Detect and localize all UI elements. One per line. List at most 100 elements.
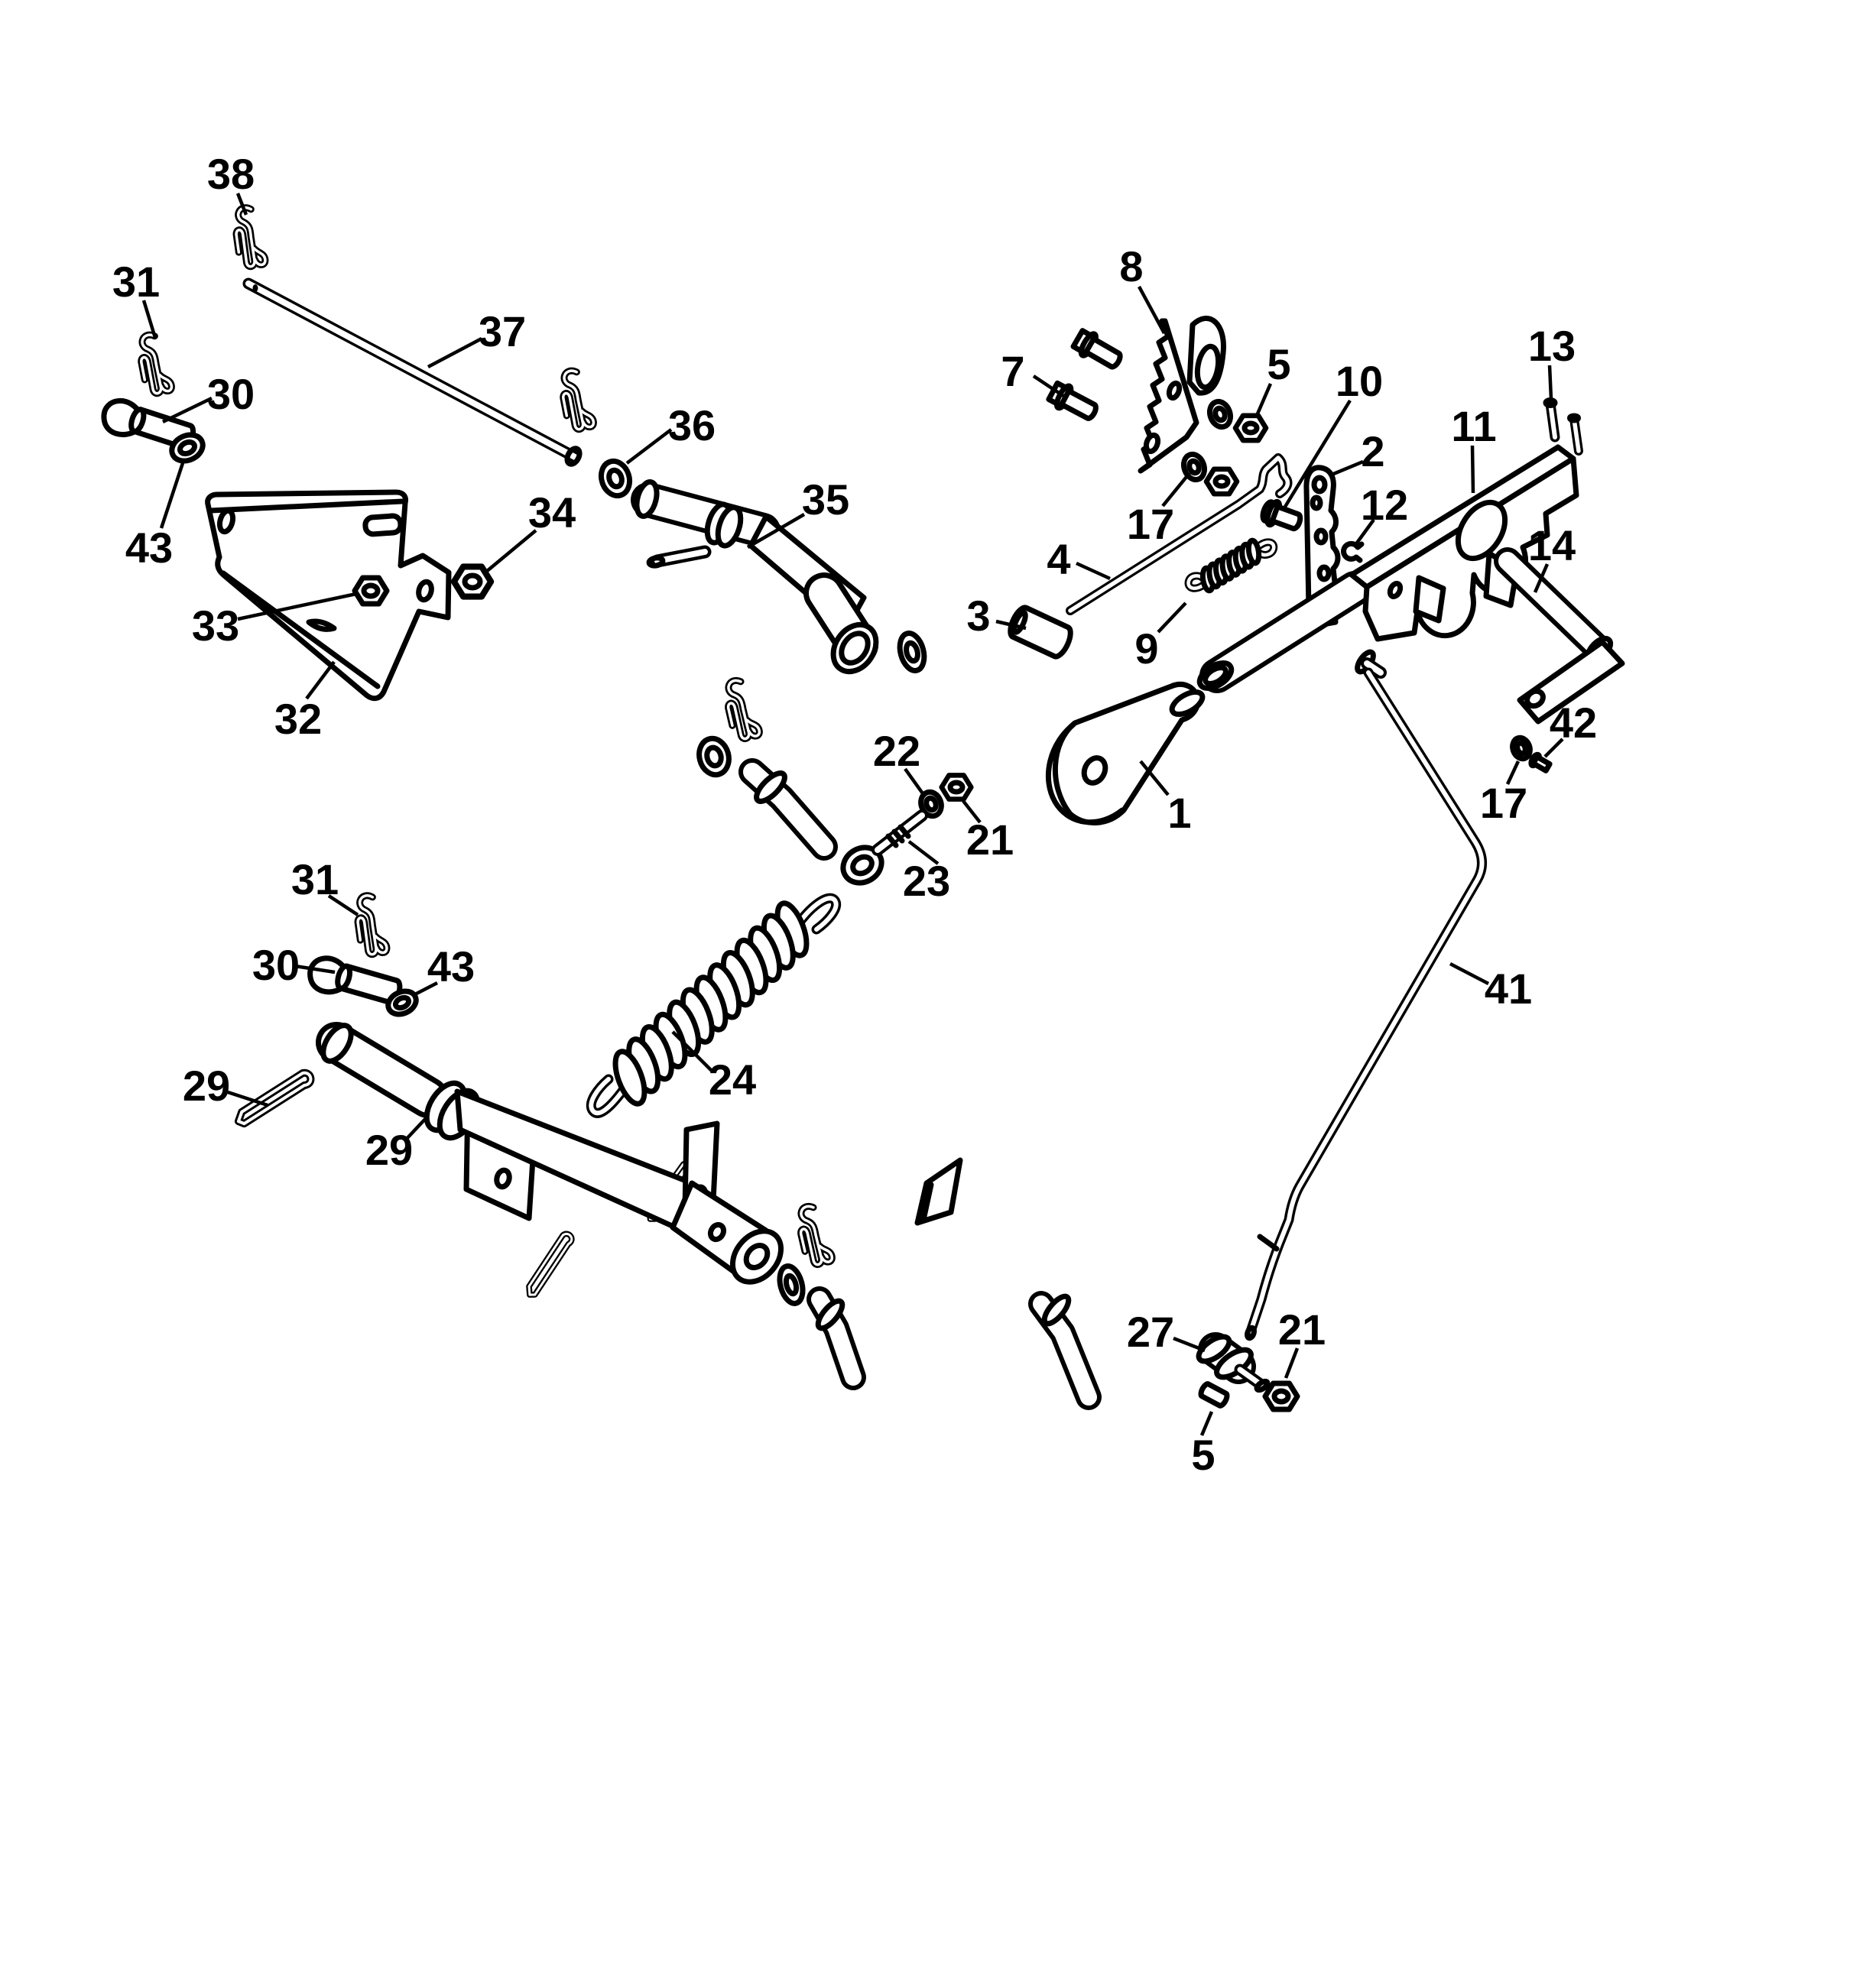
spring-9-coil <box>1245 537 1262 566</box>
callout-38-label: 38 <box>207 150 255 198</box>
callout-35-label: 35 <box>802 475 849 524</box>
callout-33-leader-line <box>237 592 357 621</box>
callout-23-label: 23 <box>903 857 950 905</box>
part-1-knob-grip <box>1045 681 1206 825</box>
washer-mid <box>696 735 732 778</box>
callout-27-label: 27 <box>1127 1308 1174 1356</box>
callout-2-label: 2 <box>1361 427 1384 475</box>
callout-3-leader-line <box>995 619 1027 631</box>
callout-17-label: 17 <box>1127 500 1174 548</box>
callout-30-leader-line <box>162 396 213 424</box>
callout-17-leader-line <box>1161 472 1191 507</box>
callout-8-leader-line <box>1138 285 1166 335</box>
callout-5-leader-line <box>1199 1411 1214 1436</box>
callout-34-label: 34 <box>528 488 576 537</box>
callout-21-leader-line <box>1284 1347 1300 1379</box>
callout-8: 8 <box>1119 242 1166 335</box>
callout-36-label: 36 <box>668 401 716 449</box>
part-31-hairpin-clip-lower <box>353 895 394 957</box>
callout-1-leader-line <box>1139 760 1170 796</box>
callout-4-label: 4 <box>1047 535 1070 583</box>
part-4-lift-rod <box>1070 458 1287 611</box>
part-11-lift-shaft-beam <box>1196 444 1579 693</box>
callout-43: 43 <box>125 462 185 572</box>
callout-17-leader-line <box>1505 760 1521 785</box>
callout-30-label: 30 <box>252 941 300 989</box>
part-23-eye-bolt <box>840 809 928 886</box>
elbow-link-upper <box>738 758 838 861</box>
callout-10: 10 <box>1284 357 1383 508</box>
callout-30: 30 <box>162 370 255 424</box>
hairpin-clip-arm-end <box>798 1206 834 1266</box>
callout-5: 5 <box>1191 1411 1216 1479</box>
part-3-spacer-bushing <box>1008 605 1073 660</box>
callout-27: 27 <box>1127 1308 1206 1356</box>
callout-17-label: 17 <box>1480 779 1527 827</box>
part-31-hairpin-clip-upper <box>138 334 176 394</box>
part-30-clevis-pin-upper <box>101 397 196 450</box>
callout-41-leader-line <box>1449 962 1490 985</box>
callout-29-label: 29 <box>365 1126 413 1174</box>
callout-2-leader-line <box>1331 459 1364 477</box>
callout-41: 41 <box>1449 962 1532 1013</box>
callout-13-label: 13 <box>1528 322 1576 370</box>
callout-32: 32 <box>274 660 336 743</box>
callout-22-label: 22 <box>873 727 920 775</box>
callout-43-label: 43 <box>125 524 173 572</box>
callout-22-leader-line <box>904 767 926 797</box>
hairpin-clip-mid <box>725 680 761 740</box>
callout-37: 37 <box>427 307 526 368</box>
callout-30: 30 <box>252 941 336 989</box>
callout-23-leader-line <box>907 840 940 865</box>
part-35-upper-lift-arm <box>631 479 879 675</box>
callout-34-leader-line <box>485 529 537 573</box>
callout-34: 34 <box>485 488 576 573</box>
part-5-flange-nut <box>1235 416 1266 440</box>
callout-12: 12 <box>1354 481 1408 546</box>
callout-33: 33 <box>192 592 357 650</box>
part-38-hairpin-clip <box>232 207 273 269</box>
callout-11-label: 11 <box>1451 402 1496 450</box>
callout-42: 42 <box>1543 699 1597 758</box>
part-17-washer-a <box>1206 398 1234 430</box>
callout-3-label: 3 <box>966 592 990 640</box>
callout-9-leader-line <box>1157 602 1187 634</box>
callout-37-leader-line <box>427 337 483 368</box>
part-41-lift-link-rod <box>1245 673 1482 1341</box>
part-37-pivot-rod <box>248 284 583 467</box>
callout-21-label: 21 <box>966 816 1014 864</box>
callout-31-label: 31 <box>112 258 160 306</box>
callout-5-label: 5 <box>1267 340 1290 388</box>
part-43-washer-lower <box>385 988 419 1017</box>
callout-9: 9 <box>1134 602 1187 673</box>
callout-23: 23 <box>903 840 950 905</box>
callout-29: 29 <box>365 1114 430 1174</box>
callout-10-leader-line <box>1284 399 1352 508</box>
callout-31: 31 <box>112 258 160 339</box>
part-8-toothed-sector-plate <box>1138 316 1226 474</box>
part-43-washer-upper <box>169 432 206 464</box>
callout-36-leader-line <box>625 428 673 465</box>
callout-14: 14 <box>1528 521 1576 593</box>
callout-4-leader-line <box>1076 561 1111 581</box>
part-29-lower-lift-arm <box>316 1022 784 1285</box>
callout-35: 35 <box>746 475 849 549</box>
part-24-extension-spring <box>586 893 842 1118</box>
washer-arm-end <box>777 1263 806 1306</box>
part-9-extension-spring <box>1184 537 1278 594</box>
part-42-screw <box>1528 751 1553 773</box>
callout-38-leader-line <box>235 193 248 216</box>
part-27-trunnion <box>1196 1332 1271 1393</box>
callout-17: 17 <box>1127 472 1191 548</box>
part-36-washer <box>598 458 633 499</box>
callout-12-label: 12 <box>1361 481 1408 529</box>
callout-7: 7 <box>1001 347 1065 397</box>
callout-22: 22 <box>873 727 926 797</box>
callout-33-label: 33 <box>192 602 239 650</box>
part-21-hex-nut-mid <box>942 775 972 799</box>
part-7-flange-bolt-a <box>1070 328 1123 370</box>
callout-17: 17 <box>1480 760 1527 827</box>
callout-21: 21 <box>962 799 1014 864</box>
